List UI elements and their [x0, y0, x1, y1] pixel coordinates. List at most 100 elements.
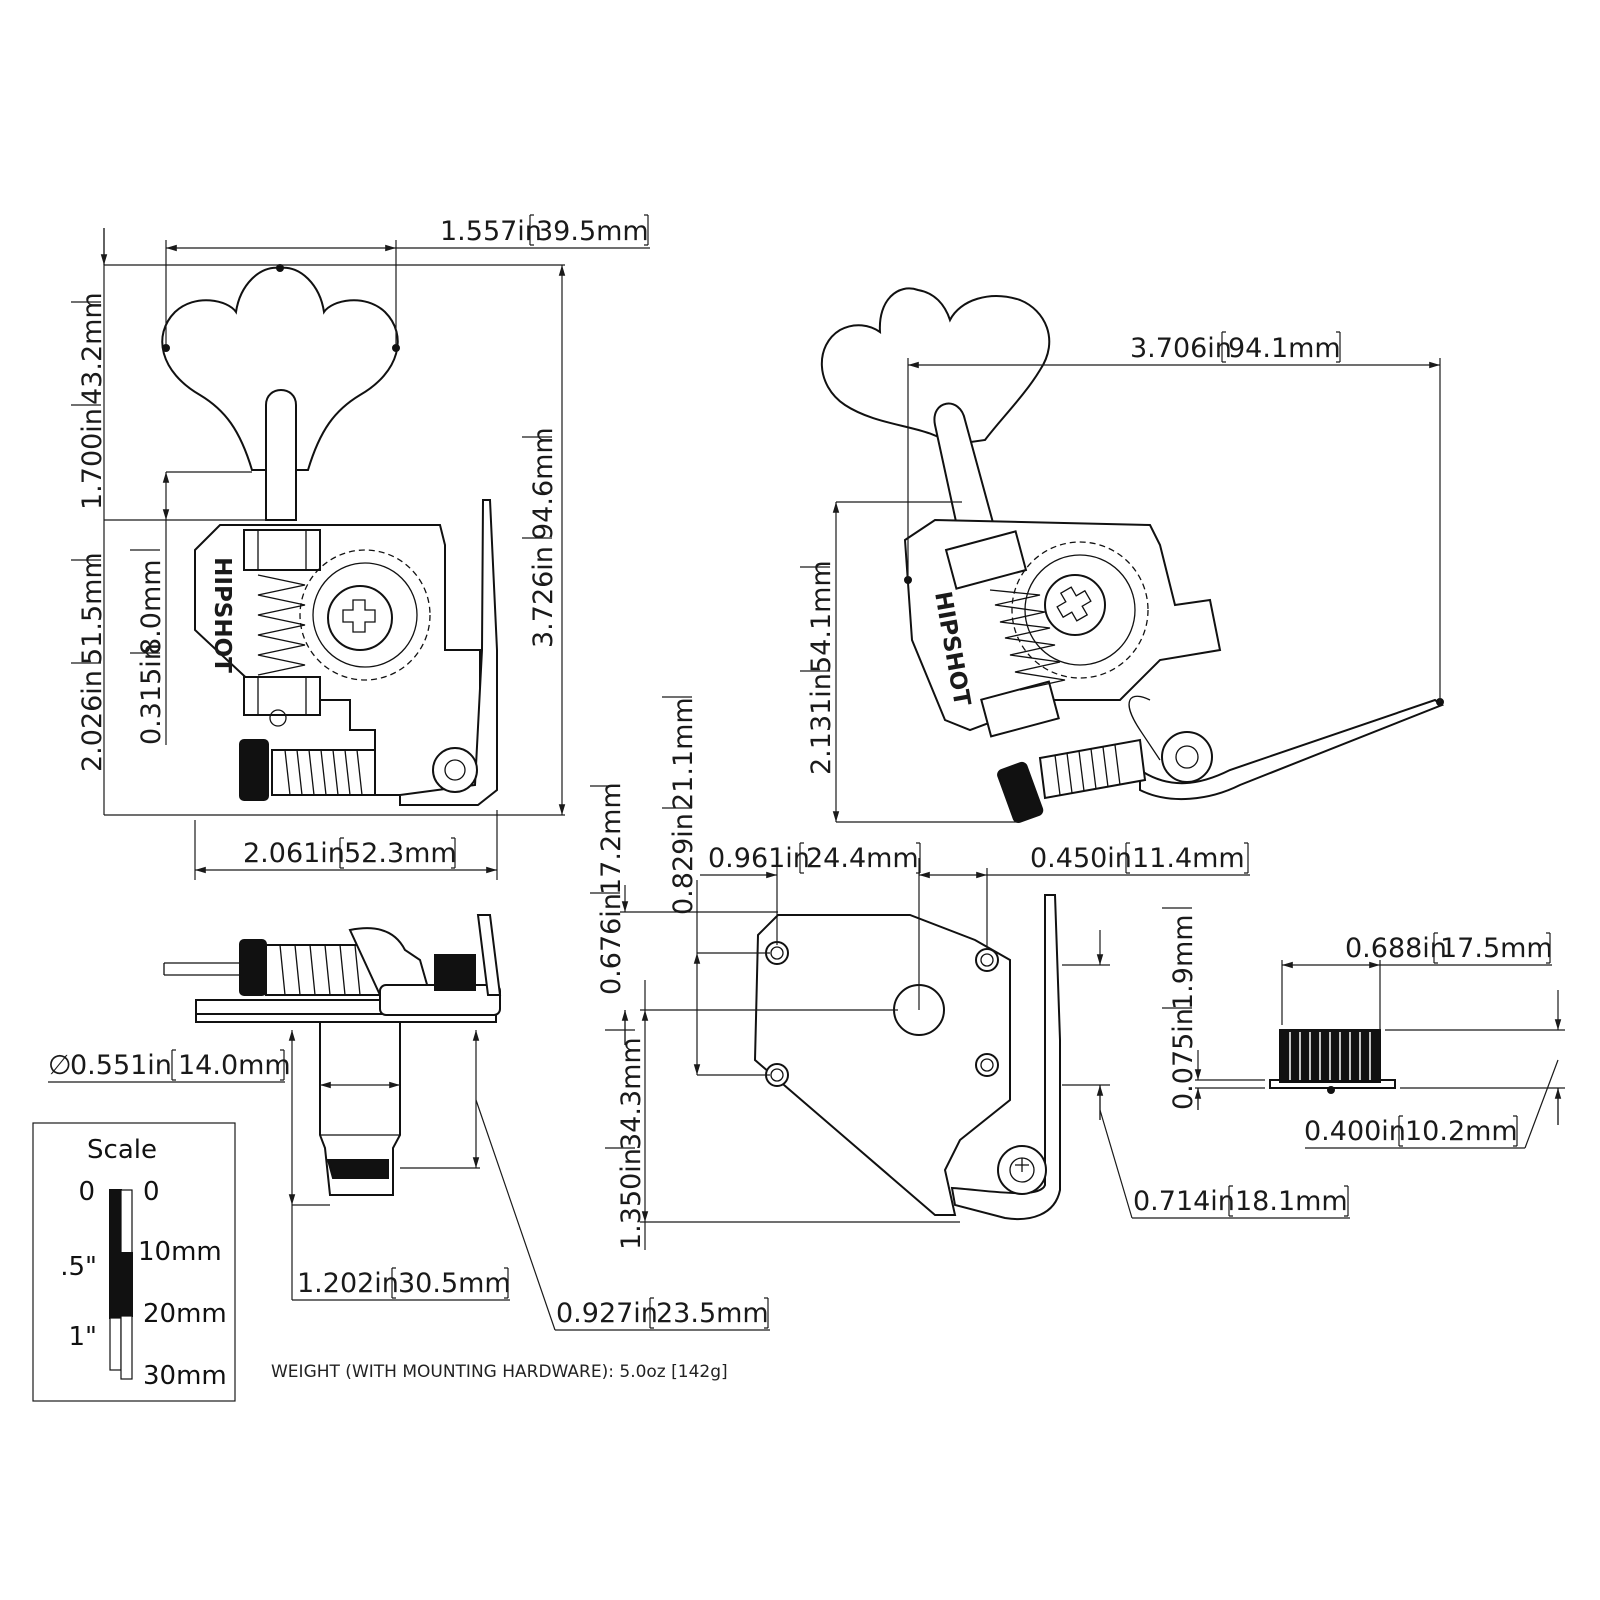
scale-title: Scale: [87, 1135, 157, 1165]
dim-hole-offset-x-mm: 11.4mm: [1132, 843, 1245, 874]
dim-bushing-width-in: 0.688in: [1345, 933, 1447, 964]
side-thumb-screw: [239, 939, 267, 996]
side-lever: [476, 914, 502, 996]
mount-hole: [975, 1053, 999, 1077]
gear-outer: [299, 549, 431, 681]
dim-bushing-flange-mm: 1.9mm: [1168, 914, 1199, 1010]
scale-mm-white: [120, 1315, 133, 1380]
side-view: [163, 914, 502, 1196]
dim-angled-length-mm: 94.1mm: [1228, 333, 1341, 364]
button-point: [392, 344, 400, 352]
bushing-view: [1269, 1029, 1396, 1094]
dim-lever-offset-in: 0.714in: [1133, 1186, 1235, 1217]
back-plate: [753, 914, 1011, 1216]
dim-angled-length-in: 3.706in: [1130, 333, 1232, 364]
button-point: [162, 344, 170, 352]
hex-nut: [243, 529, 321, 571]
dim-body-width-mm: 52.3mm: [344, 838, 457, 869]
back-dimensions: 0.961in 24.4mm 0.450in 11.4mm 0.676in 17…: [590, 696, 1350, 1250]
dim-post-offset-mm: 23.5mm: [656, 1298, 769, 1329]
back-view: [753, 894, 1061, 1220]
dim-back-height-in: 1.350in: [616, 1148, 647, 1250]
dim-hole-offset-x-in: 0.450in: [1030, 843, 1132, 874]
dim-front-height-in: 3.726in: [528, 546, 559, 648]
dim-back-height-mm: 34.3mm: [616, 1037, 647, 1150]
gear-screw: [327, 585, 393, 651]
angled-view: HIPSHOT: [820, 287, 1445, 824]
string-slot: [326, 1159, 389, 1179]
scale-inch-1: 1": [68, 1322, 97, 1352]
dim-front-width-in: 1.557in: [440, 216, 542, 247]
scale-mm-black: [120, 1252, 133, 1317]
dim-hole-spacing-y-mm: 21.1mm: [668, 697, 699, 810]
scale-mm-0: 0: [143, 1177, 160, 1207]
scale-inch-white: [109, 1317, 122, 1371]
dim-post-length-in: 1.202in: [297, 1268, 399, 1299]
button-edge: [163, 962, 240, 976]
front-view: HIPSHOT: [161, 264, 498, 806]
lever-pivot: [432, 747, 478, 793]
front-dimensions: 1.557in 39.5mm 3.726in 94.6mm 1.700in 43…: [71, 214, 650, 880]
dim-hole-spacing-x-in: 0.961in: [708, 843, 810, 874]
dim-post-diameter-mm: 14.0mm: [178, 1050, 291, 1081]
hex-nut-angled: [980, 680, 1060, 738]
dim-front-height-mm: 94.6mm: [528, 427, 559, 540]
gear-screw-angled: [1044, 574, 1106, 636]
gear-inner-angled: [1024, 554, 1136, 666]
dim-post-length-mm: 30.5mm: [398, 1268, 511, 1299]
dim-button-height-mm: 43.2mm: [77, 292, 108, 405]
tuner-shaft-angled: [933, 402, 997, 542]
dim-post-offset-in: 0.927in: [556, 1298, 658, 1329]
dim-post-diameter-in: 0.551in: [70, 1050, 172, 1081]
angled-dimensions: 3.706in 94.1mm 2.131in 54.1mm: [800, 331, 1441, 823]
dim-angled-height-in: 2.131in: [806, 673, 837, 775]
gear-inner: [312, 562, 418, 668]
lever-pivot-angled: [1161, 731, 1213, 783]
dim-bushing-height-in: 0.400in: [1304, 1116, 1406, 1147]
dim-body-height-mm: 51.5mm: [77, 552, 108, 665]
dim-hole-spacing-x-mm: 24.4mm: [806, 843, 919, 874]
hex-nut-angled: [944, 530, 1028, 590]
phillips-icon: [1056, 586, 1092, 622]
dim-body-height-in: 2.026in: [77, 670, 108, 772]
scale-inch-half: .5": [60, 1252, 97, 1282]
dim-body-width-in: 2.061in: [243, 838, 345, 869]
dim-offset-in: 0.315in: [136, 643, 167, 745]
dim-angled-height-mm: 54.1mm: [806, 560, 837, 673]
dim-button-height-in: 1.700in: [77, 408, 108, 510]
adjust-screw-angled: [1038, 738, 1147, 800]
dim-bushing-flange-in: 0.075in: [1168, 1008, 1199, 1110]
dim-lever-offset-mm: 18.1mm: [1235, 1186, 1348, 1217]
dim-bushing-width-mm: 17.5mm: [1440, 933, 1553, 964]
scale-mm-20: 20mm: [143, 1299, 227, 1329]
worm-gear: [257, 574, 306, 676]
tuner-shaft: [265, 389, 297, 521]
bushing-dimensions: 0.688in 17.5mm 0.075in 1.9mm 0.400in 10.…: [1162, 907, 1565, 1149]
hex-nut: [243, 676, 321, 716]
side-dimensions: ∅ 0.551in 14.0mm 1.202in 30.5mm 0.927in …: [48, 1030, 770, 1331]
button-point: [276, 264, 284, 272]
scale-inch-black: [109, 1189, 122, 1319]
phillips-icon: [342, 599, 376, 633]
pivot-screw-side: [434, 954, 476, 991]
tuner-post: [319, 1021, 401, 1196]
worm-gear-angled: [989, 589, 1066, 691]
back-lever: [950, 894, 1061, 1220]
dim-hole-offset-y-mm: 17.2mm: [596, 782, 627, 895]
thumb-screw: [239, 739, 269, 801]
scale-mm-10: 10mm: [138, 1237, 222, 1267]
weight-note: WEIGHT (WITH MOUNTING HARDWARE): 5.0oz […: [271, 1362, 728, 1382]
thumb-screw-angled: [997, 761, 1044, 824]
dtuner-lever: [399, 499, 498, 806]
scale-mm-white: [120, 1189, 133, 1254]
dim-bushing-height-mm: 10.2mm: [1405, 1116, 1518, 1147]
scale-mm-30: 30mm: [143, 1361, 227, 1391]
dim-hole-spacing-y-in: 0.829in: [668, 813, 699, 915]
scale-inch-0: 0: [78, 1177, 95, 1207]
gear-outer-angled: [1011, 541, 1149, 679]
mount-hole: [975, 948, 999, 972]
brand-mark: HIPSHOT: [209, 557, 235, 673]
dim-post-diameter-symbol: ∅: [48, 1050, 72, 1081]
dim-hole-offset-y-in: 0.676in: [596, 893, 627, 995]
